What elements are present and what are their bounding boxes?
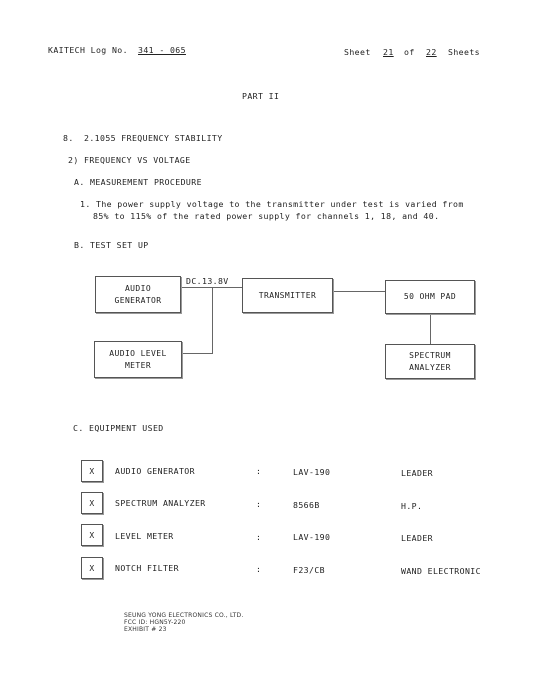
spectrum-analyzer-label-2: ANALYZER [409,362,451,372]
ohm-pad-label: 50 OHM PAD [403,292,457,301]
transmitter-box: TRANSMITTER [242,278,333,313]
equipment-name: LEVEL METER [115,531,174,541]
sheets-label: Sheets [448,47,480,57]
equipment-name: SPECTRUM ANALYZER [115,498,206,508]
equipment-heading: C. EQUIPMENT USED [73,423,164,433]
spectrum-analyzer-label-1: SPECTRUM [409,350,451,360]
connector-generator-transmitter [179,287,242,288]
equipment-model: LAV-190 [293,532,331,542]
connector-meter-vertical [212,287,213,353]
equipment-separator: : [256,499,262,509]
equipment-model: 8566B [293,500,320,510]
ohm-pad-box: 50 OHM PAD [385,280,475,314]
footer-exhibit: EXHIBIT # 23 [124,626,167,633]
equipment-check-box: X [81,557,103,579]
section-number: 8. [63,133,74,143]
equipment-name: AUDIO GENERATOR [115,466,195,476]
sheet-label: Sheet [344,47,371,57]
connector-meter-horizontal [181,353,213,354]
audio-generator-label-2: GENERATOR [114,295,162,305]
equipment-name: NOTCH FILTER [115,563,179,573]
procedure-line-2: 85% to 115% of the rated power supply fo… [93,211,440,221]
section-title: 2.1055 FREQUENCY STABILITY [84,133,223,143]
footer-company: SEUNG YONG ELECTRONICS CO., LTD. [124,612,244,619]
section-subtitle: 2) FREQUENCY VS VOLTAGE [68,155,191,165]
audio-level-meter-box: AUDIO LEVEL METER [94,341,182,378]
equipment-separator: : [256,532,262,542]
equipment-check-box: X [81,460,103,482]
audio-generator-box: AUDIO GENERATOR [95,276,181,313]
setup-heading: B. TEST SET UP [74,240,149,250]
connector-pad-analyzer [430,313,431,344]
log-label: KAITECH Log No. [48,45,128,55]
equipment-maker: LEADER [401,468,433,478]
total-sheets: 22 [426,47,437,57]
equipment-maker: WAND ELECTRONIC [401,566,481,576]
transmitter-label: TRANSMITTER [258,290,317,300]
equipment-separator: : [256,564,262,574]
of-label: of [404,47,415,57]
equipment-check-box: X [81,524,103,546]
audio-generator-label-1: AUDIO [124,283,152,293]
equipment-check-box: X [81,492,103,514]
spectrum-analyzer-box: SPECTRUM ANALYZER [385,344,475,379]
audio-level-meter-label-1: AUDIO LEVEL [109,348,167,358]
audio-level-meter-label-2: METER [124,360,152,370]
procedure-heading: A. MEASUREMENT PROCEDURE [74,177,202,187]
connector-transmitter-pad [332,291,385,292]
equipment-maker: H.P. [401,501,423,511]
dc-voltage-label: DC.13.8V [186,276,229,286]
procedure-line-1: 1. The power supply voltage to the trans… [80,199,464,209]
equipment-model: LAV-190 [293,467,331,477]
sheet-number: 21 [383,47,394,57]
log-number: 341 - 065 [138,45,186,55]
part-title: PART II [242,91,280,101]
equipment-separator: : [256,466,262,476]
equipment-maker: LEADER [401,533,433,543]
equipment-model: F23/CB [293,565,325,575]
footer-fcc-id: FCC ID: HGN5Y-220 [124,619,186,626]
